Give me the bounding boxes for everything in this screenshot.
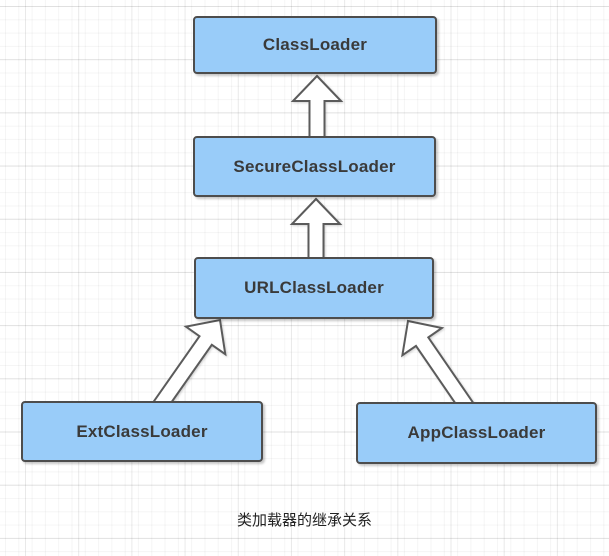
node-extclassloader: ExtClassLoader	[21, 401, 263, 462]
inheritance-arrow-urlclassloader-to-secureclassloader	[289, 197, 343, 264]
node-appclassloader: AppClassLoader	[356, 402, 597, 464]
node-label: URLClassLoader	[244, 278, 384, 297]
node-urlclassloader: URLClassLoader	[194, 257, 434, 319]
node-classloader: ClassLoader	[193, 16, 437, 74]
diagram-caption: 类加载器的继承关系	[236, 512, 372, 529]
inheritance-arrow-extclassloader-to-urlclassloader	[151, 318, 227, 413]
node-label: AppClassLoader	[407, 423, 546, 442]
node-label: ExtClassLoader	[76, 421, 208, 441]
inheritance-arrow-appclassloader-to-urlclassloader	[401, 319, 475, 413]
node-label: SecureClassLoader	[233, 156, 396, 176]
inheritance-arrow-secureclassloader-to-classloader	[290, 74, 344, 142]
node-secureclassloader: SecureClassLoader	[193, 136, 436, 197]
node-label: ClassLoader	[262, 35, 368, 54]
